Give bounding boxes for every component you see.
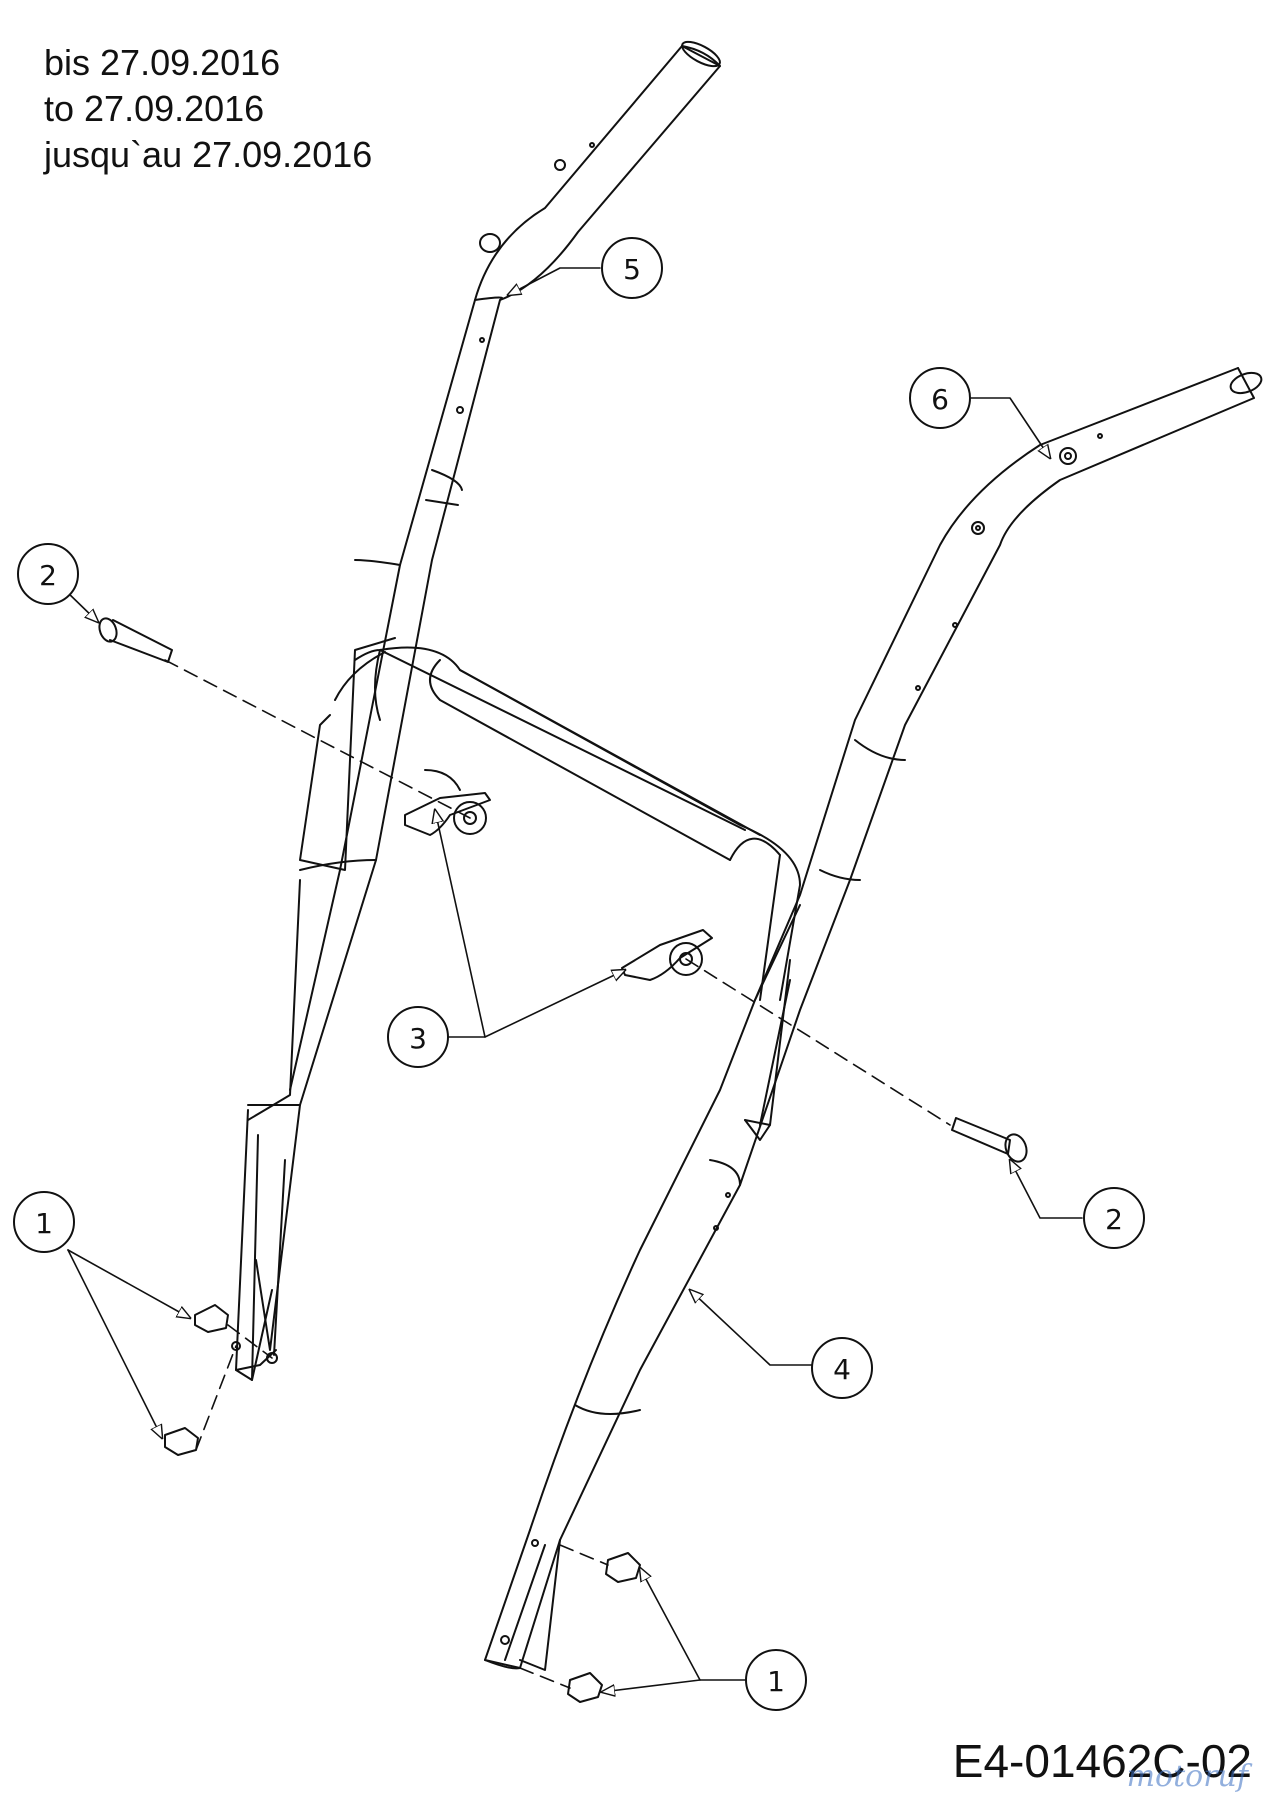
callout-4: 4 xyxy=(811,1337,873,1399)
callout-1-left: 1 xyxy=(13,1191,75,1253)
callout-3: 3 xyxy=(387,1006,449,1068)
validity-note: bis 27.09.2016 to 27.09.2016 jusqu`au 27… xyxy=(44,40,372,178)
svg-text:6: 6 xyxy=(931,383,949,416)
svg-text:1: 1 xyxy=(767,1665,785,1698)
leader-lines xyxy=(64,267,1083,1692)
svg-text:4: 4 xyxy=(833,1353,851,1386)
drawing-number: E4-01462C-02 xyxy=(952,1735,1252,1787)
star-knob-right xyxy=(621,929,713,981)
bolt-upper xyxy=(98,617,173,663)
callout-5: 5 xyxy=(601,237,663,299)
callout-1-right: 1 xyxy=(745,1649,807,1711)
validity-line-de: bis 27.09.2016 xyxy=(44,42,281,83)
assembly-lines xyxy=(164,659,951,1689)
callout-2-upper: 2 xyxy=(17,543,79,605)
validity-line-en: to 27.09.2016 xyxy=(44,88,265,129)
callout-2-lower: 2 xyxy=(1083,1187,1145,1249)
cross-bar xyxy=(334,646,801,1001)
watermark-logo: motoruf xyxy=(1126,1759,1248,1794)
svg-text:3: 3 xyxy=(409,1022,427,1055)
right-handle xyxy=(484,367,1263,1671)
bolt-lower xyxy=(951,1117,1028,1163)
left-upper-handle xyxy=(231,40,721,1381)
star-knob-left xyxy=(404,769,491,836)
svg-text:1: 1 xyxy=(35,1207,53,1240)
svg-text:5: 5 xyxy=(623,253,641,286)
callout-6: 6 xyxy=(909,367,971,429)
svg-text:2: 2 xyxy=(1105,1203,1123,1236)
validity-line-fr: jusqu`au 27.09.2016 xyxy=(44,134,373,175)
svg-text:2: 2 xyxy=(39,559,57,592)
